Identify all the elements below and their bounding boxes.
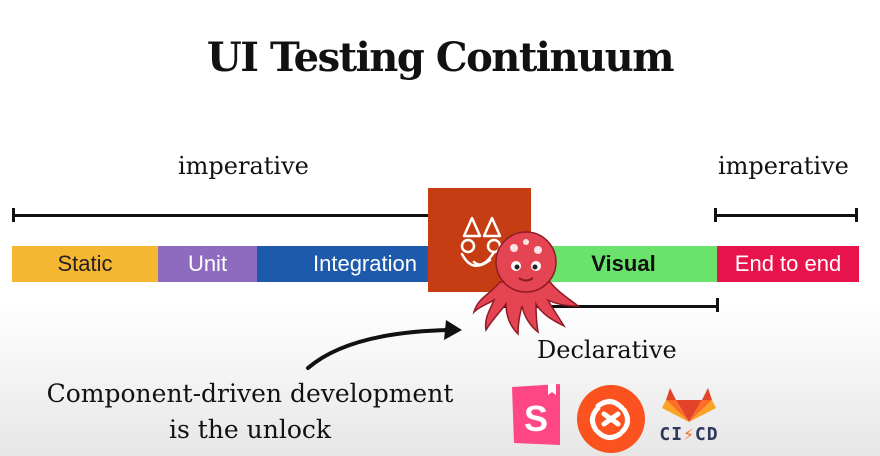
segment-unit: Unit (158, 246, 257, 282)
gitlab-icon (662, 388, 716, 422)
page-title: UI Testing Continuum (206, 34, 675, 81)
left-range-line (12, 214, 438, 217)
segment-static-label: Static (57, 251, 113, 276)
lightning-icon: ⚡ (683, 424, 695, 445)
left-imperative-label: imperative (178, 152, 309, 180)
right-range-end-tick (855, 208, 858, 222)
callout-text: Component-driven development is the unlo… (20, 376, 480, 448)
cicd-caption-ci: CI (659, 424, 684, 445)
chromatic-icon (577, 385, 645, 453)
callout-line-2: is the unlock (168, 415, 332, 444)
cicd-caption-cd: CD (694, 424, 719, 445)
segment-static: Static (12, 246, 158, 282)
segment-integration-label: Integration (313, 251, 417, 276)
storybook-letter: S (524, 398, 548, 439)
declarative-range-line (497, 305, 719, 308)
right-range-start-tick (714, 208, 717, 222)
left-range-start-tick (12, 208, 15, 222)
chromatic-logo (576, 384, 646, 454)
segment-visual: Visual (530, 246, 717, 282)
segment-end-to-end-label: End to end (734, 251, 842, 276)
segment-unit-label: Unit (187, 251, 228, 276)
storybook-icon: S (512, 384, 560, 445)
declarative-label: Declarative (537, 336, 677, 364)
segment-visual-label: Visual (591, 251, 656, 276)
storybook-logo: S (508, 383, 564, 449)
callout-line-1: Component-driven development (46, 379, 454, 408)
segment-integration: Integration (257, 246, 430, 282)
gitlab-cicd-logo: CI⚡CD (654, 384, 724, 452)
right-range-line (714, 214, 858, 217)
cicd-caption: CI⚡CD (654, 424, 724, 446)
right-imperative-label: imperative (718, 152, 849, 180)
segment-end-to-end: End to end (717, 246, 859, 282)
octopus-mascot-icon (472, 231, 581, 336)
curved-arrow-icon (306, 320, 462, 370)
declarative-range-end-tick (716, 298, 719, 312)
